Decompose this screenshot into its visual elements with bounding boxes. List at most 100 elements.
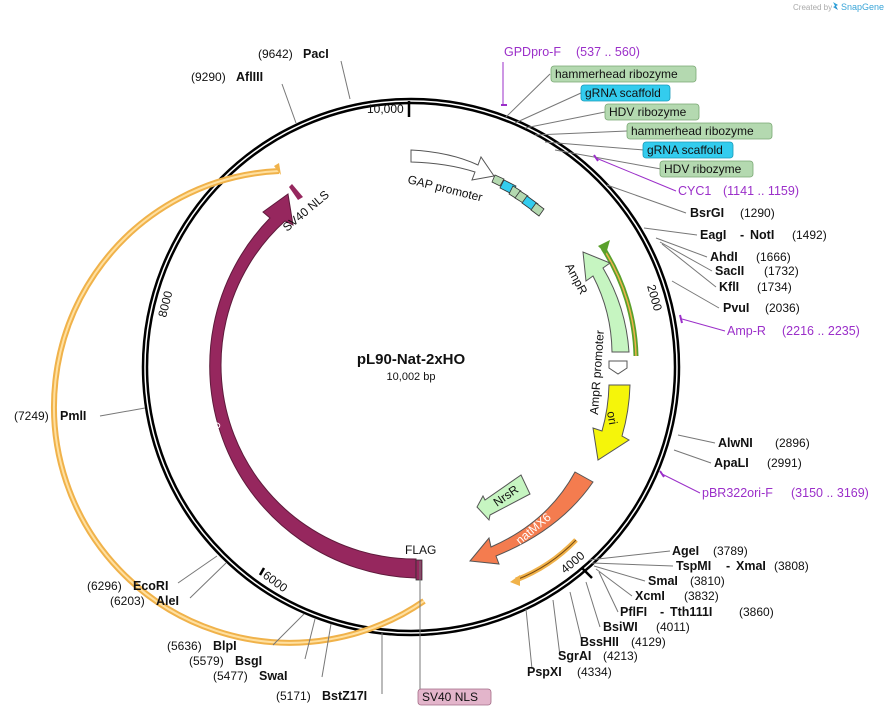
enzyme-pflfi-name[interactable]: PflFI (620, 605, 647, 619)
leader-apali (673, 449, 712, 464)
primer-labels: GPDpro-F (537 .. 560) CYC1 (1141 .. 1159… (504, 45, 869, 500)
enzyme-swai-name[interactable]: SwaI (259, 669, 288, 683)
enzyme-labels-right: BsrGI (1290) EagI - NotI (1492) AhdI (16… (527, 206, 827, 679)
enzyme-bsgi-pos: (5579) (189, 654, 224, 668)
enzyme-pflfi-pos: (3860) (739, 605, 774, 619)
enzyme-blpi-name[interactable]: BlpI (213, 639, 237, 653)
primer-pbr-range: (3150 .. 3169) (791, 486, 869, 500)
sv40-nls-box[interactable] (417, 688, 492, 706)
leader-box-5 (554, 149, 662, 170)
enzyme-tspmi-name[interactable]: TspMI (676, 559, 711, 573)
flag-label: FLAG (405, 543, 436, 557)
tick-6000 (258, 567, 266, 576)
enzyme-bsiwi-pos: (4011) (656, 620, 690, 634)
enzyme-bsshii-pos: (4129) (631, 635, 666, 649)
enzyme-pflfi-sep: - (660, 605, 664, 619)
enzyme-tspmi-sep: - (726, 559, 730, 573)
enzyme-bsgi-name[interactable]: BsgI (235, 654, 262, 668)
enzyme-bstz17i-name[interactable]: BstZ17I (322, 689, 367, 703)
enzyme-ahdi-name[interactable]: AhdI (710, 250, 738, 264)
cas9-outline-arrowhead (274, 163, 281, 175)
enzyme-labels-left: (9642) PacI (9290) AflIII (7249) PmlI (6… (14, 47, 367, 703)
backbone-inner (145, 101, 677, 633)
enzyme-smai-name[interactable]: SmaI (648, 574, 678, 588)
primer-gpdpro-range: (537 .. 560) (576, 45, 640, 59)
ampr-outline-core (602, 247, 637, 357)
natmx6-outline-arrowhead (510, 575, 520, 586)
backbone (141, 97, 681, 637)
primer-pbr-name[interactable]: pBR322ori-F (702, 486, 773, 500)
leader-pflfi (598, 571, 619, 613)
leader-box-1 (514, 92, 582, 124)
feature-box-4[interactable] (642, 141, 734, 159)
feature-box-label-5: HDV ribozyme (664, 162, 742, 176)
primer-mark-cyc1 (593, 154, 599, 162)
feature-box-3[interactable] (626, 122, 773, 140)
enzyme-eagi-pos: (1492) (792, 228, 827, 242)
feature-box-0[interactable] (550, 65, 697, 83)
enzyme-paci-pos: (9642) (258, 47, 293, 61)
primer-ampr-name[interactable]: Amp-R (727, 324, 766, 338)
enzyme-xmai-name[interactable]: XmaI (736, 559, 766, 573)
enzyme-alei-name[interactable]: AleI (156, 594, 179, 608)
features: Cas9 SV40 NLS FLAG GAP promoter AmpR Amp… (51, 149, 639, 646)
leader-alwni (677, 434, 716, 444)
enzyme-alwni-name[interactable]: AlwNI (718, 436, 753, 450)
natmx6-arrow (469, 471, 594, 565)
primer-cyc1-name[interactable]: CYC1 (678, 184, 711, 198)
enzyme-sacii-name[interactable]: SacII (715, 264, 744, 278)
gap-promoter-label: GAP promoter (406, 172, 484, 204)
leader-alei (189, 562, 227, 599)
natmx6-label: natMX6 (513, 510, 554, 548)
enzyme-apali-name[interactable]: ApaLI (714, 456, 749, 470)
enzyme-pmli-name[interactable]: PmlI (60, 409, 86, 423)
enzyme-kfli-name[interactable]: KflI (719, 280, 739, 294)
primer-leader-cyc1 (595, 157, 677, 192)
brand-text: SnapGene (841, 2, 884, 12)
leader-bsshii (569, 591, 583, 643)
leader-eagi (643, 227, 698, 236)
enzyme-xcmi-name[interactable]: XcmI (635, 589, 665, 603)
enzyme-pvui-pos: (2036) (765, 301, 800, 315)
enzyme-ecori-name[interactable]: EcoRI (133, 579, 168, 593)
feature-box-5[interactable] (659, 160, 754, 178)
enzyme-xcmi-pos: (3832) (684, 589, 719, 603)
feature-box-1[interactable] (580, 84, 671, 102)
enzyme-alei-pos: (6203) (110, 594, 145, 608)
sv40-nls-marker (289, 184, 303, 200)
leader-sacii (659, 241, 713, 272)
enzyme-paci-name[interactable]: PacI (303, 47, 329, 61)
leader-box-2 (524, 111, 606, 129)
primer-gpdpro-name[interactable]: GPDpro-F (504, 45, 561, 59)
leader-tspmi (591, 562, 674, 567)
enzyme-eagi-name[interactable]: EagI (700, 228, 726, 242)
enzyme-bsrgi-pos: (1290) (740, 206, 775, 220)
plasmid-size: 10,002 bp (387, 371, 436, 383)
leader-agei (588, 550, 671, 561)
enzyme-bsshii-name[interactable]: BssHII (580, 635, 619, 649)
enzyme-tth111i-name[interactable]: Tth111I (670, 605, 712, 619)
enzyme-aflii-name[interactable]: AflIII (236, 70, 263, 84)
primer-leader-pbr (661, 473, 701, 494)
snapgene-logo-icon (833, 2, 838, 10)
enzyme-sgrai-pos: (4213) (603, 649, 638, 663)
leader-blpi (272, 613, 305, 646)
leader-smai (593, 565, 646, 582)
natmx6-outline-core (515, 539, 577, 581)
enzyme-pspxi-name[interactable]: PspXI (527, 665, 562, 679)
enzyme-ecori-pos: (6296) (87, 579, 122, 593)
enzyme-bsrgi-name[interactable]: BsrGI (690, 206, 724, 220)
enzyme-blpi-pos: (5636) (167, 639, 202, 653)
feature-box-2[interactable] (604, 103, 700, 121)
leader-aflii (281, 83, 297, 124)
enzyme-pvui-name[interactable]: PvuI (723, 301, 749, 315)
leader-bsiwi (585, 581, 601, 628)
enzyme-tspmi-pos: (3808) (774, 559, 809, 573)
enzyme-bsiwi-name[interactable]: BsiWI (603, 620, 638, 634)
enzyme-pspxi-pos: (4334) (577, 665, 612, 679)
enzyme-agei-name[interactable]: AgeI (672, 544, 699, 558)
enzyme-sgrai-name[interactable]: SgrAI (558, 649, 591, 663)
enzyme-pmli-pos: (7249) (14, 409, 49, 423)
enzyme-noti-name[interactable]: NotI (750, 228, 774, 242)
